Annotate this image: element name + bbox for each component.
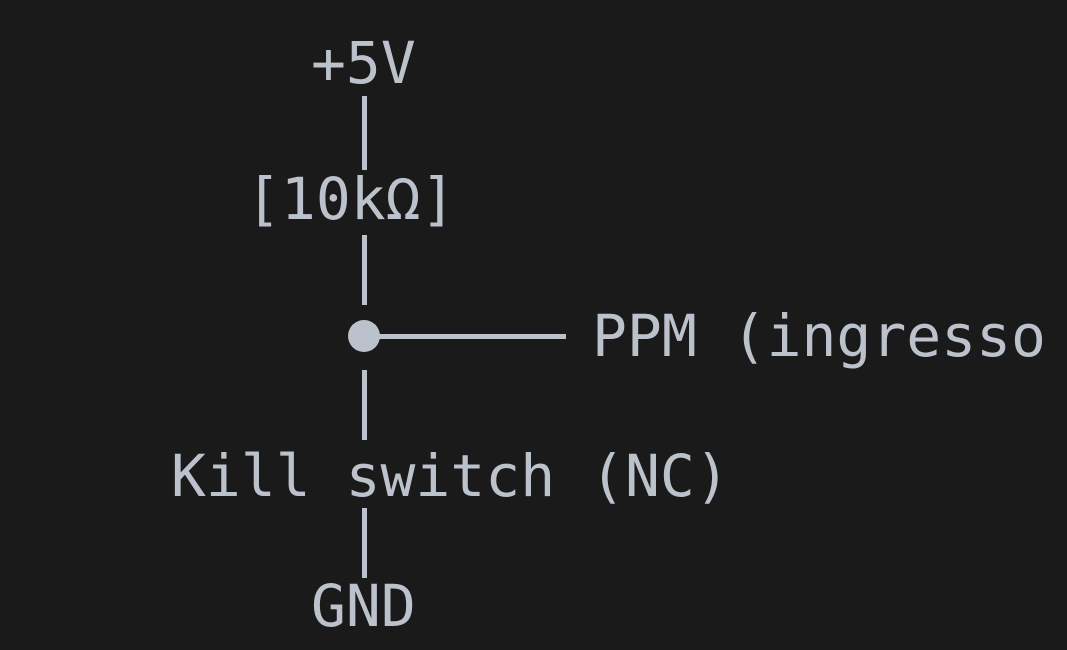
wire-junction-to-signal [370,334,566,339]
wire-supply-to-resistor [362,96,367,170]
signal-label: PPM (ingresso [592,302,1046,370]
wire-resistor-to-junction [362,235,367,305]
wire-switch-to-ground [362,508,367,578]
ground-label: GND [311,572,416,640]
kill-switch-label: Kill switch (NC) [171,442,730,510]
supply-label: +5V [311,29,416,97]
resistor-label: [10kΩ] [246,165,456,233]
wire-junction-to-switch [362,370,367,440]
